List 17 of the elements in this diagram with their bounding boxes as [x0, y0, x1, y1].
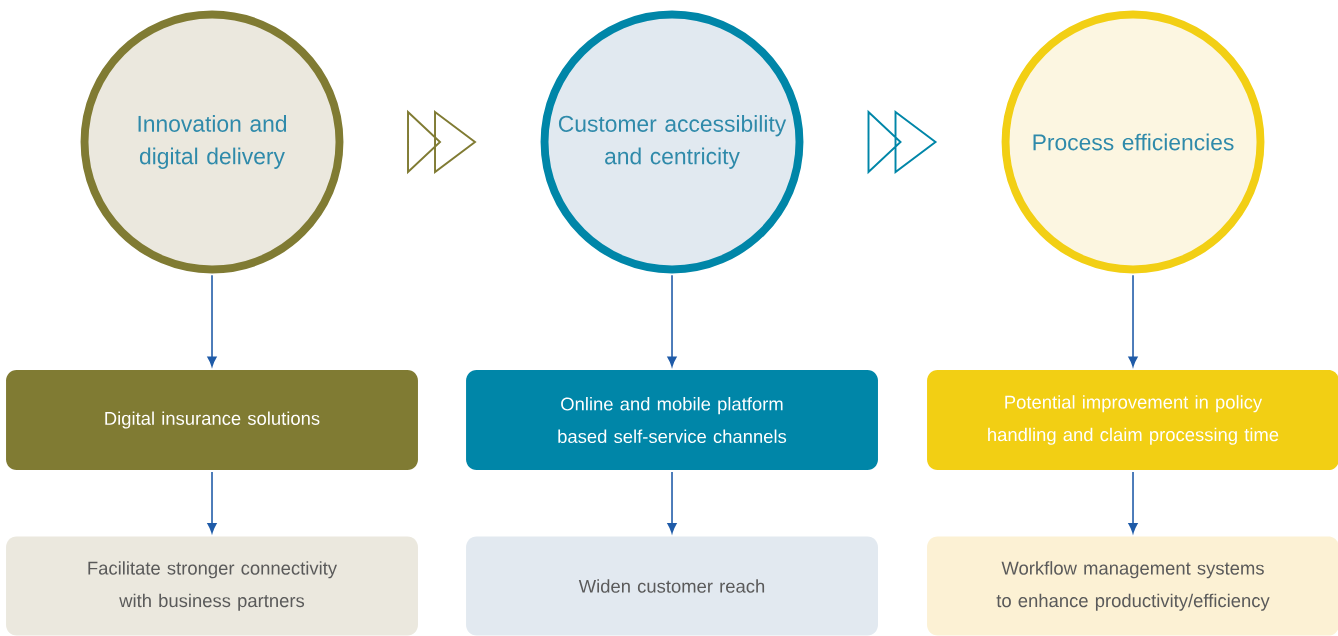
arrow: [1128, 274, 1138, 367]
outcome-box: Workflow management systems to enhance productivity/efficiency: [927, 536, 1338, 636]
arrow: [207, 471, 217, 534]
circle-node: Innovation and digital delivery: [80, 10, 344, 274]
category-box: Online and mobile platform based self-service channels: [466, 370, 878, 470]
arrow: [667, 274, 677, 367]
category-box: Digital insurance solutions: [6, 370, 418, 470]
category-box: Potential improvement in policy handling and claim processing time: [927, 370, 1338, 470]
double-chevron: [867, 111, 938, 173]
arrow: [1128, 471, 1138, 534]
double-chevron: [407, 111, 477, 173]
arrow: [207, 274, 217, 367]
outcome-box: Facilitate stronger connectivity with business partners: [6, 536, 418, 636]
circle-node: Customer accessibility and centricity: [540, 10, 804, 274]
arrow: [667, 471, 677, 534]
circle-node: Process efficiencies: [1001, 10, 1265, 274]
outcome-box: Widen customer reach: [466, 536, 878, 636]
